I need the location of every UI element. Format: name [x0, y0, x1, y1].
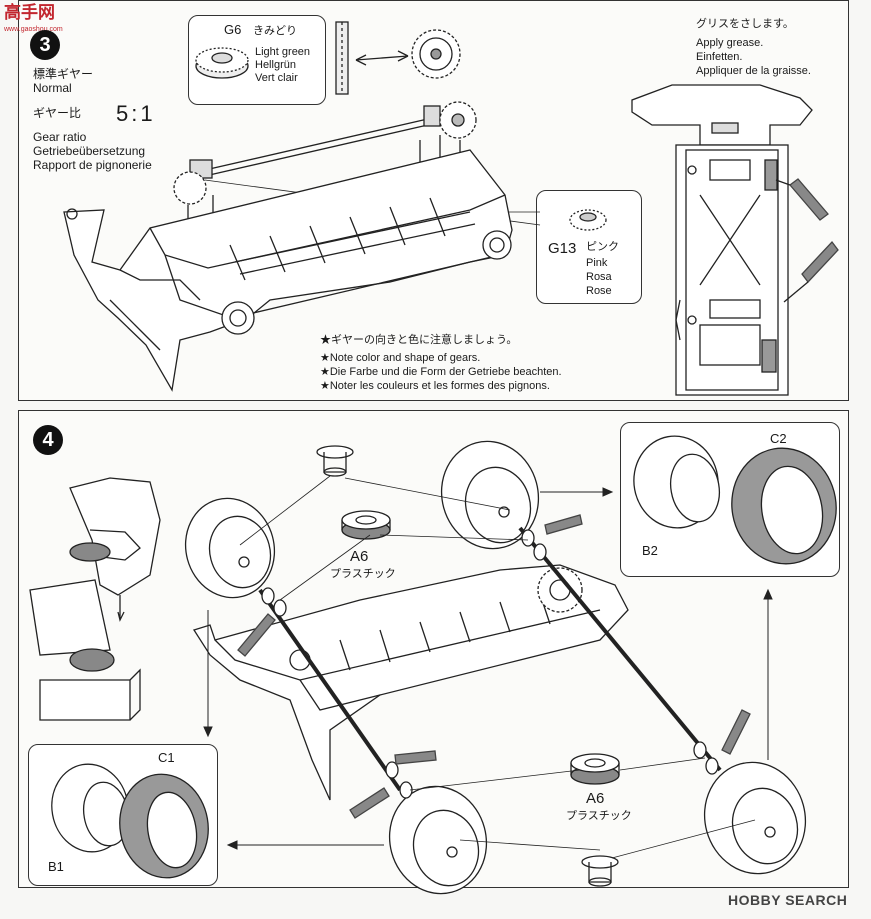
bushing-top-icon	[316, 445, 354, 477]
g6-color-en: Light green	[255, 46, 311, 58]
gear-ratio-label-fr: Rapport de pignonerie	[33, 158, 152, 172]
chassis-top-view	[631, 84, 813, 396]
grease-tube-icon	[775, 178, 839, 303]
wheel-b1-label: B1	[48, 859, 64, 874]
note-en: ★Note color and shape of gears.	[320, 352, 481, 364]
step4-number-badge: 4	[33, 425, 63, 455]
grease-tube-step4-icon	[237, 514, 751, 819]
tire-c2-label: C2	[770, 431, 787, 446]
spur-gear-icon	[411, 29, 461, 79]
tire-c2-icon	[731, 447, 837, 565]
g6-color-fr: Vert clair	[255, 72, 298, 84]
g6-code: G6	[224, 22, 242, 37]
grease-label-fr: Appliquer de la graisse.	[696, 65, 811, 77]
chassis-step4-drawing	[192, 564, 629, 801]
wheel-b2-icon	[633, 435, 721, 529]
note-de: ★Die Farbe und die Form der Getriebe bea…	[320, 366, 562, 378]
bearing-a6-bottom-material: プラスチック	[566, 810, 632, 822]
note-jp: ★ギヤーの向きと色に注意しましょう。	[320, 334, 518, 346]
wheel-b2-label: B2	[642, 543, 658, 558]
step3-number-badge: 3	[30, 30, 60, 60]
wheel-top-left-icon	[184, 497, 276, 599]
hand-press-drawing	[29, 477, 161, 721]
wheel-bottom-left-icon	[388, 785, 488, 895]
g6-color-de: Hellgrün	[255, 59, 296, 71]
note-fr: ★Noter les couleurs et les formes des pi…	[320, 380, 550, 392]
bearing-a6-top-label: A6	[350, 548, 369, 565]
wheel-b1-icon	[51, 763, 130, 853]
tire-c1-label: C1	[158, 750, 175, 765]
bearing-a6-top-material: プラスチック	[330, 568, 396, 580]
g13-callout	[536, 190, 642, 304]
g13-color-jp: ピンク	[586, 241, 619, 253]
watermark-brand: 高手网	[4, 3, 55, 22]
g13-color-en: Pink	[586, 257, 608, 269]
grease-label-jp: グリスをさします。	[696, 18, 794, 30]
watermark-hobby-search: HOBBY SEARCH	[728, 892, 848, 908]
gear-ratio-label-de: Getriebeübersetzung	[33, 144, 146, 158]
g13-gear-icon	[569, 209, 607, 231]
bearing-a6-top-icon	[341, 510, 391, 540]
gear-ratio-label-jp: ギヤー比	[33, 106, 82, 120]
g13-code: G13	[548, 240, 577, 257]
grease-label-en: Apply grease.	[696, 37, 764, 49]
g6-color-jp: きみどり	[253, 25, 297, 37]
bushing-bottom-icon	[581, 855, 619, 887]
grease-label-de: Einfetten.	[696, 51, 743, 63]
gear-ratio-value: 5:1	[116, 101, 156, 126]
tire-c1-icon	[119, 773, 209, 879]
g13-color-fr: Rose	[586, 285, 612, 297]
g6-gear-icon	[195, 47, 249, 79]
g13-color-de: Rosa	[586, 271, 612, 283]
watermark-url: www.gaoshou.com	[4, 26, 63, 33]
bearing-a6-bottom-icon	[570, 753, 620, 785]
bearing-a6-bottom-label: A6	[586, 790, 605, 807]
gear-ratio-label-en: Gear ratio	[33, 130, 87, 144]
chassis-drawing	[63, 149, 513, 392]
normal-label-en: Normal	[33, 81, 72, 95]
wheel-bottom-right-icon	[703, 761, 807, 875]
normal-label-jp: 標準ギヤー	[33, 67, 94, 81]
wheel-top-right-icon	[440, 440, 540, 550]
